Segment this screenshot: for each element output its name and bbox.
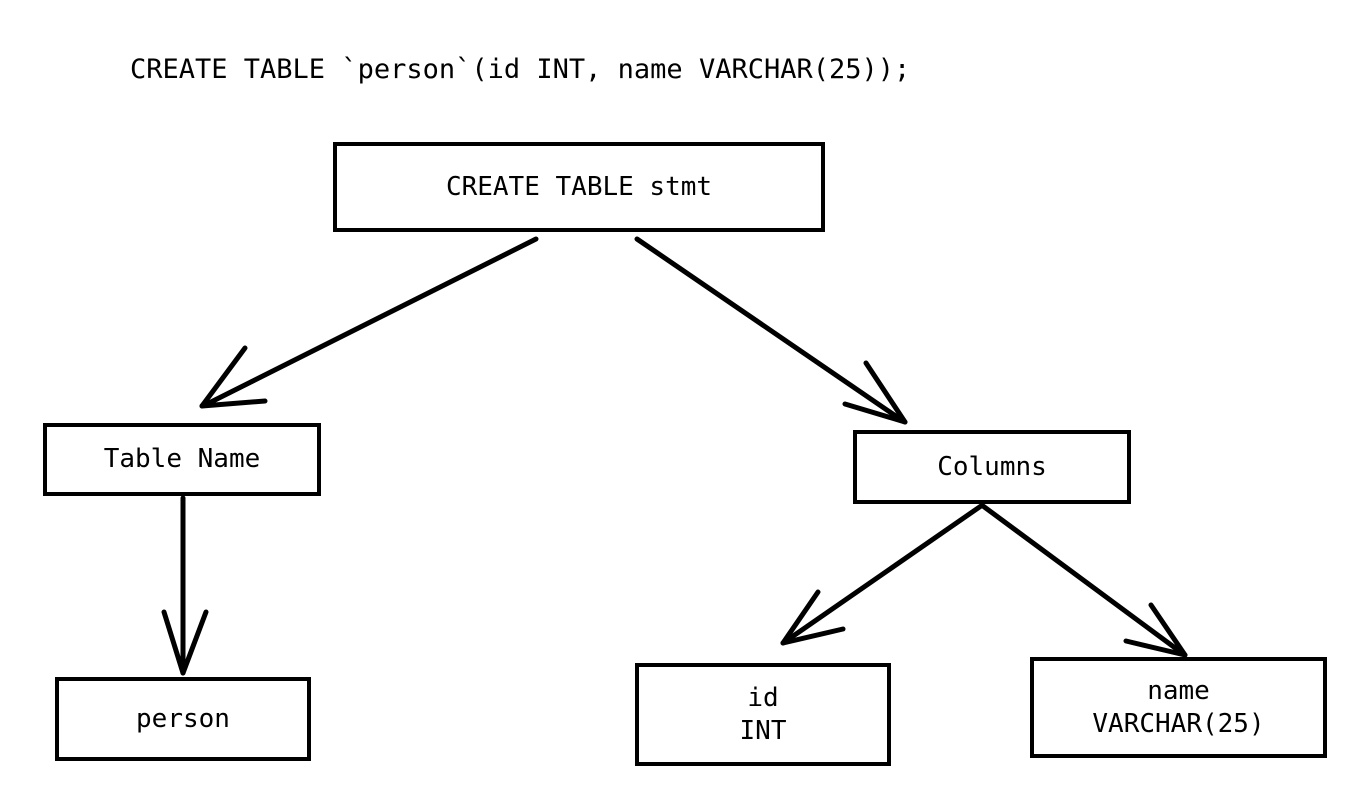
edge-root-to-columns	[634, 236, 908, 425]
edge-table-name-to-person	[161, 495, 209, 676]
node-label-line: Table Name	[103, 444, 261, 474]
node-columns[interactable]: Columns	[853, 430, 1131, 504]
node-label-line: Columns	[937, 451, 1047, 482]
node-table-name[interactable]: Table Name	[43, 423, 321, 496]
node-person[interactable]: person	[55, 677, 311, 761]
node-label-line: VARCHAR(25)	[1092, 708, 1265, 739]
node-column-id[interactable]: id INT	[635, 663, 891, 766]
node-create-table-stmt[interactable]: CREATE TABLE stmt	[333, 142, 825, 232]
node-label-line: id	[747, 682, 779, 713]
edge-root-to-table-name	[199, 236, 539, 409]
node-label-line: person	[136, 703, 230, 734]
node-label-line: name	[1147, 675, 1210, 706]
node-label-line: CREATE TABLE stmt	[445, 171, 713, 202]
edge-columns-to-column-id	[780, 503, 984, 646]
edge-columns-to-column-name	[980, 503, 1188, 658]
node-label-line: INT	[739, 715, 787, 746]
node-column-name[interactable]: name VARCHAR(25)	[1030, 657, 1327, 758]
sql-statement-caption: CREATE TABLE `person`(id INT, name VARCH…	[130, 54, 911, 85]
